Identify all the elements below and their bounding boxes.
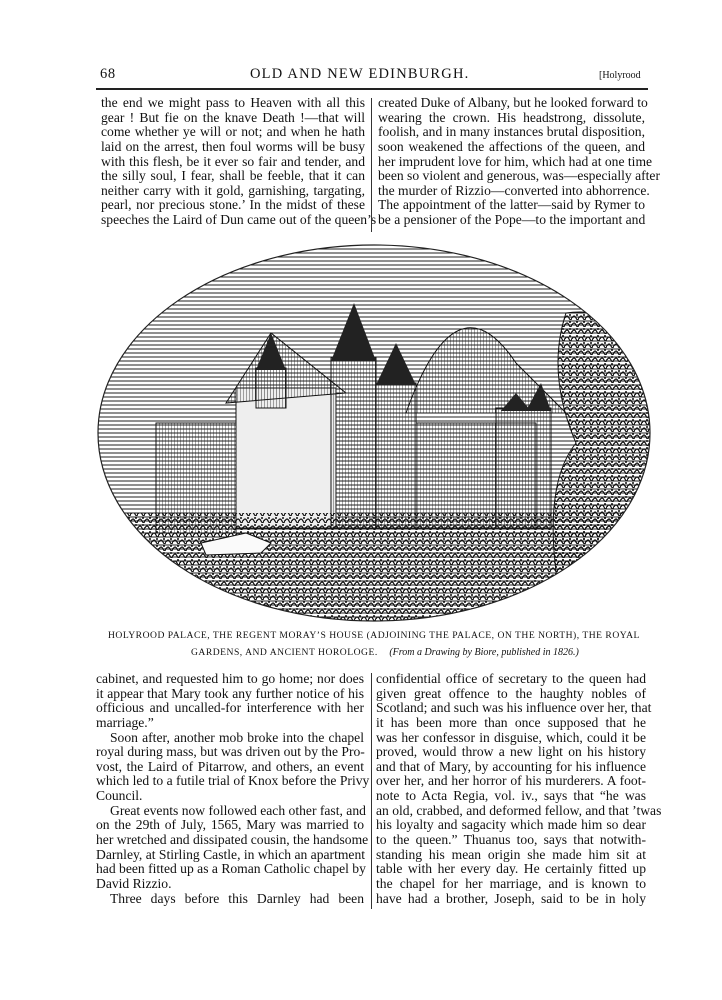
column-divider: [371, 98, 372, 232]
top-right-column: created Duke of Albany, but he looked fo…: [378, 95, 660, 228]
text-line: an old, crabbed, and deformed fellow, an…: [376, 802, 662, 818]
text-line: on the 29th of July, 1565, Mary was marr…: [96, 817, 364, 833]
text-line: speeches the Laird of Dun came out of th…: [101, 212, 377, 228]
text-line: given great offence to the haughty noble…: [376, 685, 646, 701]
bottom-right-column: confidential office of secretary to the …: [376, 671, 662, 906]
text-line: Darnley, at Stirling Castle, in which an…: [96, 846, 366, 862]
text-line: been so violent and generous, was—especi…: [378, 168, 660, 184]
text-line: officious and uncalled-for interference …: [96, 700, 364, 716]
text-line: note to Acta Regia, vol. iv., says that …: [376, 788, 646, 804]
text-line: it has been more than once supposed that…: [376, 714, 646, 730]
text-line: was her confessor in disguise, which, co…: [376, 729, 646, 745]
text-line: pearl, nor precious stone.’ In the midst…: [101, 197, 365, 213]
text-line: which led to a futile trial of Knox befo…: [96, 773, 370, 789]
running-title: OLD AND NEW EDINBURGH.: [250, 66, 470, 82]
text-line: have had a brother, Joseph, said to be i…: [376, 890, 646, 906]
bottom-left-column: cabinet, and requested him to go home; n…: [96, 671, 370, 906]
text-line: his loyalty and sagacity which made him …: [376, 817, 646, 833]
text-line: marriage.”: [96, 714, 154, 730]
text-line: standing his mean origin she made him si…: [376, 846, 646, 862]
text-line: Soon after, another mob broke into the c…: [110, 729, 364, 745]
caption-text: GARDENS, AND ANCIENT HOROLOGE.: [191, 647, 378, 658]
text-line: proved, would throw a new light on his h…: [376, 744, 646, 760]
header-rule: [96, 88, 648, 90]
text-line: gear ! But fie on the knave Death !—that…: [101, 109, 365, 125]
column-divider: [371, 673, 372, 909]
text-line: Scotland; and such was his influence ove…: [376, 700, 652, 716]
text-line: table with her every day. He certainly f…: [376, 861, 646, 877]
text-line: it appear that Mary took any further not…: [96, 685, 364, 701]
tree: [552, 311, 650, 621]
text-line: over her, and her horror of his murderer…: [376, 773, 646, 789]
text-line: with this flesh, be it ever so fair and …: [101, 153, 365, 169]
text-line: the chapel for her marriage, and is know…: [376, 875, 646, 891]
text-line: vost, the Laird of Pitarrow, and others,…: [96, 758, 364, 774]
oval-border: [97, 244, 651, 622]
text-line: soon weakened the affections of the quee…: [378, 138, 645, 154]
text-line: neither carry with it gold, garnishing, …: [101, 182, 365, 198]
hill: [405, 327, 568, 414]
ancient-horologe: [200, 532, 272, 556]
text-line: royal during mass, but was driven out by…: [96, 744, 365, 760]
caption-line-1: HOLYROOD PALACE, THE REGENT MORAY’S HOUS…: [108, 630, 640, 641]
text-line: her imprudent love for him, which had at…: [378, 153, 653, 169]
text-line: her wretched and dissipated cousin, the …: [96, 832, 369, 848]
text-line: Great events now followed each other fas…: [110, 802, 366, 818]
text-line: Three days before this Darnley had been: [110, 890, 364, 906]
text-line: be a pensioner of the Pope—to the import…: [378, 212, 646, 228]
caption-line-2: GARDENS, AND ANCIENT HOROLOGE. (From a D…: [191, 647, 579, 658]
text-line: created Duke of Albany, but he looked fo…: [378, 95, 648, 110]
page-number: 68: [100, 66, 116, 82]
caption-credit: (From a Drawing by Biore, published in 1…: [389, 647, 579, 658]
text-line: and that of Mary, by accounting for his …: [376, 758, 646, 774]
text-line: Council.: [96, 788, 143, 804]
text-line: foolish, and in many instances brutal di…: [378, 124, 645, 140]
text-line: wearing the crown. His headstrong, disso…: [378, 109, 645, 125]
text-line: the silly soul, I fear, shall be feeble,…: [101, 168, 365, 184]
text-line: the murder of Rizzio—converted into abho…: [378, 182, 650, 198]
text-line: David Rizzio.: [96, 875, 172, 891]
text-line: the end we might pass to Heaven with all…: [101, 95, 365, 110]
holyrood-palace-engraving: [97, 244, 651, 622]
text-line: The appointment of the latter—said by Ry…: [378, 197, 645, 213]
palace-buildings: [155, 303, 552, 534]
section-heading: [Holyrood: [599, 70, 641, 81]
text-line: confidential office of secretary to the …: [376, 671, 646, 686]
top-left-column: the end we might pass to Heaven with all…: [101, 95, 377, 228]
text-line: come whether ye will or not; and when he…: [101, 124, 365, 140]
text-line: to the queen.” Thuanus too, says that no…: [376, 832, 646, 848]
text-line: laid on the arrest, then foul worms will…: [101, 138, 365, 154]
text-line: had been fitted up as a Roman Catholic c…: [96, 861, 366, 877]
text-line: cabinet, and requested him to go home; n…: [96, 671, 364, 686]
